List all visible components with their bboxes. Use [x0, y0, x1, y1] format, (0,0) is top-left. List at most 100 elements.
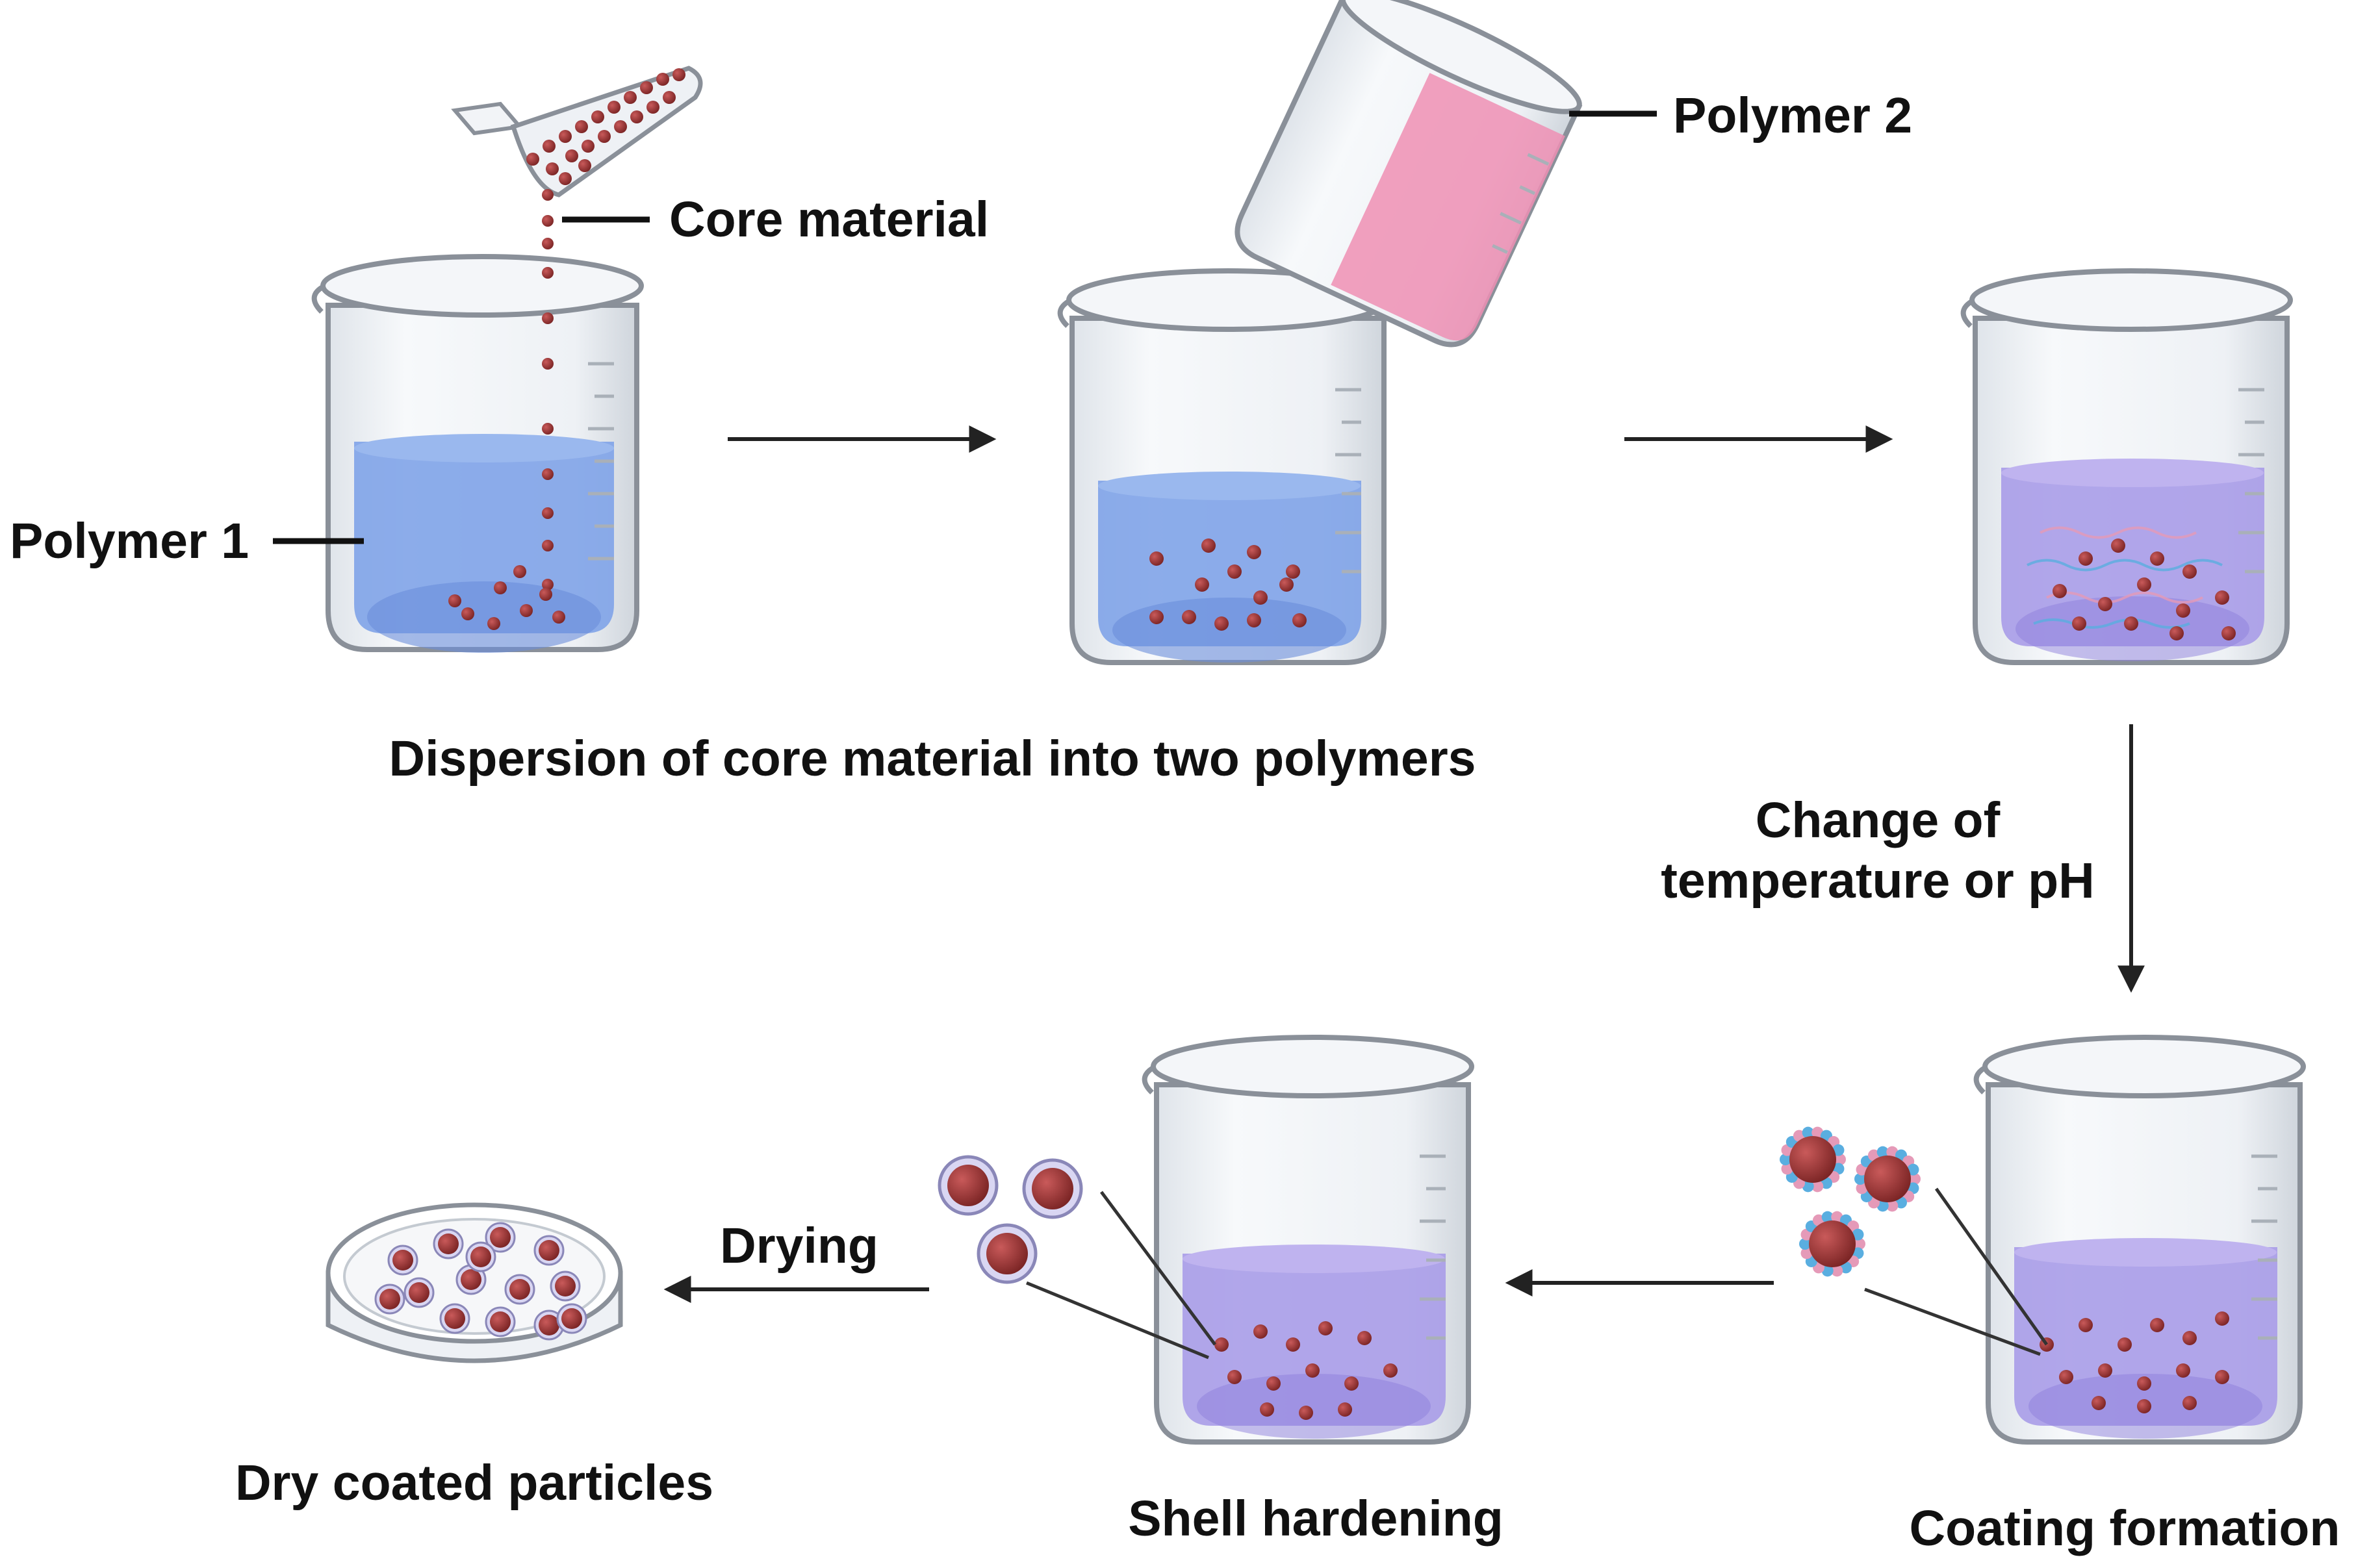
- particle: [1182, 610, 1196, 624]
- label-polymer1: Polymer 1: [10, 513, 249, 569]
- coating-bead: [1907, 1163, 1919, 1176]
- particle: [2079, 551, 2093, 566]
- particle: [624, 91, 637, 104]
- particle: [1279, 577, 1294, 592]
- particle: [2053, 584, 2067, 598]
- coating-bead: [1856, 1182, 1868, 1195]
- particle: [542, 579, 554, 590]
- core-particles: [448, 68, 2236, 1420]
- coating-bead: [1781, 1163, 1793, 1175]
- particle: [2215, 590, 2229, 605]
- particle: [2137, 1376, 2151, 1391]
- particle: [1201, 538, 1216, 553]
- label-coating-formation: Coating formation: [1909, 1500, 2340, 1556]
- particle: [542, 540, 554, 551]
- label-leaders: [273, 110, 1657, 544]
- particle: [575, 120, 588, 133]
- coated-particle: [1809, 1220, 1856, 1267]
- label-dry-coated-particles: Dry coated particles: [235, 1455, 714, 1511]
- hardened-particles: [374, 1155, 1083, 1341]
- coating-bead: [1832, 1144, 1845, 1156]
- particle: [1149, 551, 1164, 566]
- particle: [2150, 1318, 2164, 1332]
- particle: [1214, 1337, 1229, 1352]
- coating-bead: [1831, 1211, 1843, 1223]
- dried-particle: [509, 1279, 530, 1300]
- coating-bead: [1886, 1200, 1899, 1212]
- dried-particle: [461, 1269, 481, 1290]
- particle: [542, 215, 554, 227]
- dried-particle: [555, 1276, 576, 1296]
- coating-bead: [1831, 1265, 1843, 1277]
- particle: [513, 565, 526, 578]
- particle: [2221, 626, 2236, 640]
- particle: [2092, 1396, 2106, 1410]
- particle: [614, 120, 627, 133]
- particle: [461, 607, 474, 620]
- coating-bead: [1802, 1126, 1814, 1139]
- particle: [539, 588, 552, 601]
- particle: [2150, 551, 2164, 566]
- label-core-material: Core material: [669, 192, 990, 247]
- particle: [672, 68, 685, 81]
- particle: [1247, 613, 1261, 627]
- particle: [640, 81, 653, 94]
- particle: [2124, 616, 2138, 631]
- particle: [663, 91, 676, 104]
- dried-particle: [490, 1311, 511, 1332]
- zoom-lines: [1026, 1187, 2049, 1359]
- particle: [1266, 1376, 1281, 1391]
- particle: [656, 73, 669, 86]
- particle: [542, 312, 554, 324]
- process-arrows: [663, 425, 2145, 1303]
- label-dispersion: Dispersion of core material into two pol…: [389, 731, 1476, 787]
- particle: [2118, 1337, 2132, 1352]
- dried-particle: [539, 1315, 559, 1335]
- particle: [1227, 1370, 1242, 1384]
- coating-bead: [1852, 1228, 1864, 1241]
- particle: [1292, 613, 1307, 627]
- dried-particle: [409, 1282, 429, 1303]
- particle: [542, 468, 554, 480]
- coating-bead: [1821, 1265, 1834, 1277]
- particle: [520, 604, 533, 617]
- particle: [2137, 577, 2151, 592]
- particle: [2137, 1399, 2151, 1413]
- hardened-particle: [1032, 1168, 1073, 1209]
- hardened-particle: [986, 1233, 1028, 1274]
- particle: [1286, 564, 1300, 579]
- particle: [565, 149, 578, 162]
- particle: [608, 101, 621, 114]
- particle: [2169, 626, 2184, 640]
- dried-particle: [490, 1227, 511, 1248]
- dried-particle: [539, 1240, 559, 1261]
- coated-particles: [1780, 1126, 1921, 1277]
- beaker-shell-hardening: [1142, 1035, 1474, 1445]
- particle: [1318, 1321, 1333, 1335]
- particle: [1357, 1331, 1372, 1345]
- particle: [526, 153, 539, 166]
- coating-bead: [1811, 1126, 1824, 1139]
- particle: [542, 507, 554, 519]
- beaker-polymer1: [311, 254, 644, 653]
- label-drying: Drying: [720, 1218, 878, 1274]
- particle: [542, 358, 554, 370]
- particle: [582, 140, 595, 153]
- beaker-coating-formation: [1973, 1035, 2306, 1445]
- coating-bead: [1909, 1173, 1921, 1185]
- beaker-polymer1-dispersion: [1057, 268, 1390, 665]
- particle: [2111, 538, 2125, 553]
- particle: [630, 110, 643, 123]
- coating-bead: [1854, 1173, 1866, 1185]
- hardened-particle: [947, 1165, 989, 1206]
- particle: [542, 238, 554, 249]
- particle: [1214, 616, 1229, 631]
- particle: [542, 423, 554, 435]
- particle: [1253, 1324, 1268, 1339]
- particle: [2176, 603, 2190, 618]
- particle: [2098, 1363, 2112, 1378]
- particle: [2182, 1331, 2197, 1345]
- label-polymer2: Polymer 2: [1673, 88, 1913, 144]
- coating-bead: [1876, 1146, 1889, 1158]
